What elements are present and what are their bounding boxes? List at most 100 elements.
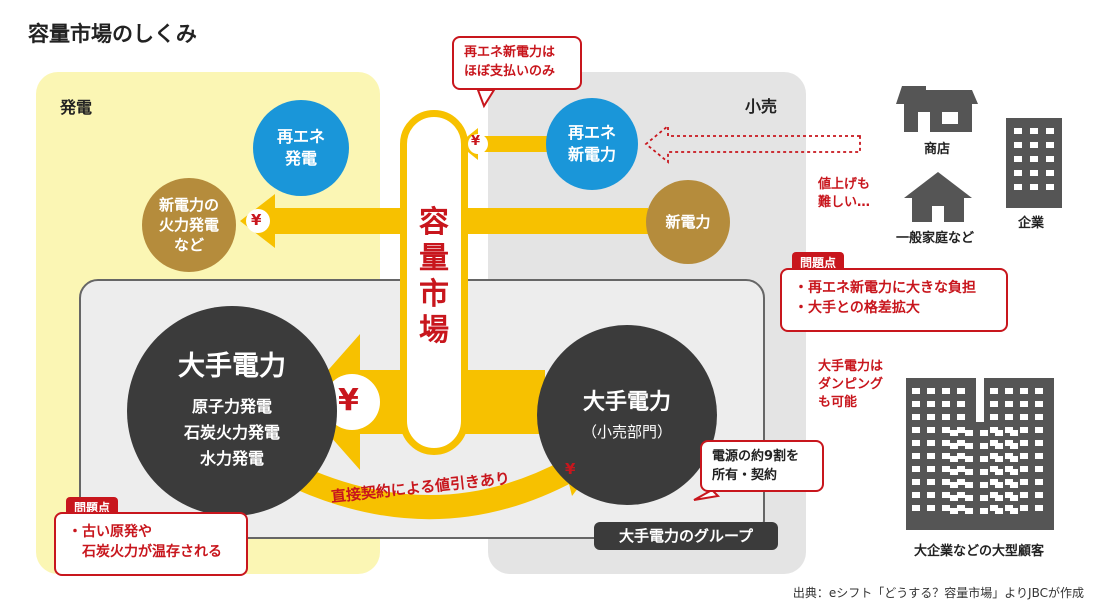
- building-window: [942, 427, 950, 433]
- building-window: [957, 427, 965, 433]
- building-window: [1020, 427, 1028, 433]
- building-window: [1010, 482, 1018, 488]
- node-new-power: 新電力: [646, 180, 730, 264]
- building-window: [1010, 508, 1018, 514]
- building-window: [965, 443, 973, 449]
- arrow-customer-dotted: [644, 124, 861, 164]
- building-window: [1020, 466, 1028, 472]
- building-window: [942, 466, 950, 472]
- building-window: [1020, 492, 1028, 498]
- major-group-label: 大手電力のグループ: [594, 522, 778, 550]
- callout-renewable-payment: 再エネ新電力は ほぼ支払いのみ: [452, 36, 582, 90]
- building-window: [927, 453, 935, 459]
- building-window: [1010, 495, 1018, 501]
- note-dumping: 大手電力は ダンピング も可能: [818, 359, 884, 411]
- building-window: [942, 440, 950, 446]
- building-window: [980, 443, 988, 449]
- building-window: [1005, 466, 1013, 472]
- building-window: [927, 466, 935, 472]
- building-window: [990, 427, 998, 433]
- building-window: [1020, 453, 1028, 459]
- building-window: [995, 456, 1003, 462]
- yen-label-1: ¥: [471, 134, 481, 149]
- yen-circle-small-2: [246, 209, 270, 233]
- yen-circle-small-1: [468, 134, 488, 154]
- building-window: [990, 505, 998, 511]
- building-window: [912, 401, 920, 407]
- building-window: [995, 443, 1003, 449]
- building-window: [965, 430, 973, 436]
- building-window: [965, 482, 973, 488]
- building-window: [980, 482, 988, 488]
- building-window: [1035, 427, 1043, 433]
- building-window: [912, 479, 920, 485]
- building-window: [1005, 492, 1013, 498]
- node-renewable-new-power: 再エネ 新電力: [546, 98, 638, 190]
- callout-tail-renewable: [476, 89, 496, 109]
- building-window: [995, 495, 1003, 501]
- building-window: [995, 482, 1003, 488]
- building-window: [980, 495, 988, 501]
- building-window: [942, 492, 950, 498]
- building-window: [995, 508, 1003, 514]
- building-window: [1020, 440, 1028, 446]
- building-window: [1020, 505, 1028, 511]
- building-window: [1035, 505, 1043, 511]
- building-window: [990, 466, 998, 472]
- shop-icon: [896, 86, 978, 132]
- building-window: [1010, 443, 1018, 449]
- building-window: [990, 479, 998, 485]
- building-window: [990, 388, 998, 394]
- building-window: [1035, 414, 1043, 420]
- building-window: [990, 414, 998, 420]
- note-price-raise: 値上げも 難しい…: [818, 177, 871, 211]
- building-window: [980, 508, 988, 514]
- node-major-power-title: 大手電力: [178, 351, 286, 383]
- building-window: [1035, 388, 1043, 394]
- building-window: [990, 440, 998, 446]
- building-window: [942, 479, 950, 485]
- node-renewable-generation: 再エネ 発電: [253, 100, 349, 196]
- callout-power-share: 電源の約9割を 所有・契約: [700, 440, 824, 492]
- node-new-power-thermal-text: 新電力の 火力発電 など: [158, 195, 219, 255]
- building-window: [1020, 388, 1028, 394]
- building-window: [965, 508, 973, 514]
- building-window: [990, 453, 998, 459]
- node-major-retail-title: 大手電力: [582, 390, 671, 416]
- building-window: [950, 495, 958, 501]
- building-window: [950, 443, 958, 449]
- building-window: [927, 388, 935, 394]
- node-renewable-new-power-text: 再エネ 新電力: [567, 123, 616, 164]
- building-window: [912, 505, 920, 511]
- building-window: [927, 427, 935, 433]
- building-window: [1020, 414, 1028, 420]
- node-renewable-generation-text: 再エネ 発電: [276, 127, 325, 168]
- building-window: [1035, 479, 1043, 485]
- building-window: [957, 388, 965, 394]
- building-window: [1005, 414, 1013, 420]
- building-window: [927, 505, 935, 511]
- building-window: [912, 440, 920, 446]
- building-window: [957, 414, 965, 420]
- building-window: [927, 401, 935, 407]
- building-window: [990, 492, 998, 498]
- building-window: [1035, 466, 1043, 472]
- building-window: [927, 440, 935, 446]
- building-window: [942, 401, 950, 407]
- shop-label: 商店: [924, 142, 951, 157]
- building-window: [950, 508, 958, 514]
- building-window: [942, 505, 950, 511]
- building-window: [1020, 401, 1028, 407]
- building-window: [1005, 388, 1013, 394]
- callout-problems-right: ・再エネ新電力に大きな負担 ・大手との格差拡大: [780, 268, 1008, 332]
- building-window: [957, 440, 965, 446]
- building-window: [950, 456, 958, 462]
- building-window: [1035, 453, 1043, 459]
- building-window: [942, 388, 950, 394]
- building-window: [995, 430, 1003, 436]
- building-window: [957, 453, 965, 459]
- building-window: [942, 414, 950, 420]
- building-window: [1005, 479, 1013, 485]
- building-window: [950, 482, 958, 488]
- source-citation: 出典：eシフト「どうする？容量市場」よりJBCが作成: [792, 586, 1084, 600]
